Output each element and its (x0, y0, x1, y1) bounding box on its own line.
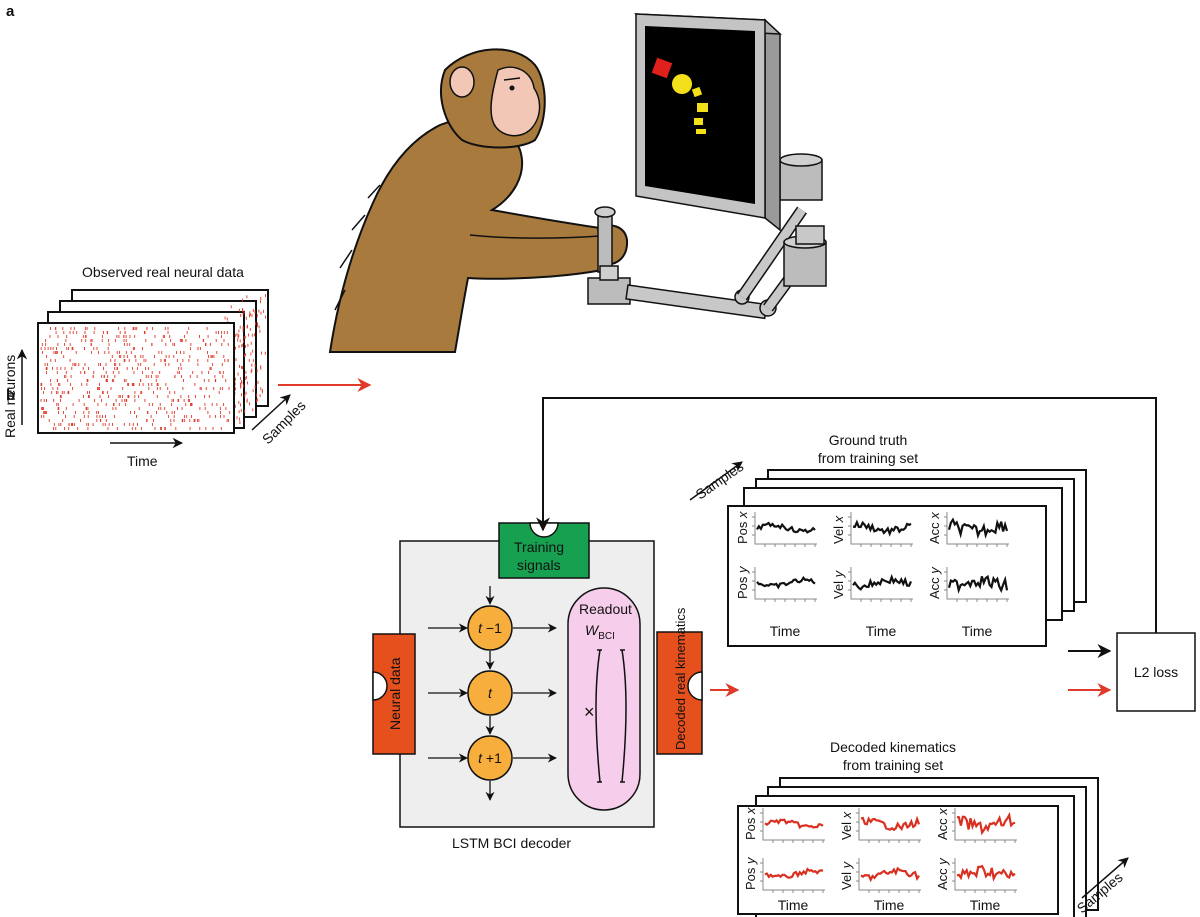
plot-label: Acc y (935, 857, 950, 890)
plot-trace (860, 815, 921, 832)
gt-samples-arrow (689, 461, 743, 501)
multiply-sign: × (584, 702, 595, 722)
dec-samples-arrow (1081, 857, 1129, 899)
plot-time-label: Time (962, 623, 993, 639)
motor-lower (783, 241, 827, 287)
raster-front-frame (37, 322, 235, 434)
training-port-line2: signals (517, 557, 561, 573)
plot-label: Acc x (935, 808, 950, 840)
plot-time-label: Time (778, 897, 809, 913)
panel-label-b: b (6, 387, 15, 404)
decoded-title-1: Decoded kinematics (830, 739, 956, 755)
plot-axes (954, 808, 1017, 841)
plot-axes (946, 512, 1009, 545)
l2-loss-box (1116, 632, 1196, 712)
plot-trace (852, 573, 913, 591)
neural-data-stack: Observed real neural data Real neurons T… (2, 264, 309, 469)
training-port-line1: Training (514, 539, 564, 555)
plot-trace (852, 519, 912, 537)
plot-axes (850, 567, 913, 600)
plot-trace (756, 521, 816, 534)
lstm-node-next (467, 735, 513, 781)
monkey-illustration (328, 48, 629, 353)
plot-trace (956, 811, 1016, 836)
l2-loss-label: L2 loss (1134, 664, 1178, 680)
plot-label: Acc x (927, 512, 942, 544)
matrix-bracket-left (595, 649, 601, 783)
plot-trace (947, 517, 1009, 540)
plot-time-label: Time (874, 897, 905, 913)
decoder-label: LSTM BCI decoder (452, 835, 571, 851)
plot-axes (754, 512, 817, 545)
readout-capsule (567, 587, 641, 811)
plot-trace (764, 867, 824, 879)
monkey-face (490, 66, 541, 137)
plot-axes (858, 858, 921, 891)
plot-label: Vel x (831, 515, 846, 544)
readout-label: Readout (579, 601, 632, 617)
ground-truth-stack: Ground truth from training set Pos x Vel … (689, 432, 1087, 647)
plot-trace (956, 864, 1016, 882)
plot-label: Pos y (743, 856, 758, 890)
plot-axes (762, 808, 825, 841)
samples-axis-arrow (251, 394, 291, 431)
lstm-node-next-label: t +1 (478, 750, 502, 766)
decoded-title-2: from training set (843, 757, 943, 773)
plot-time-label: Time (770, 623, 801, 639)
plot-trace (756, 575, 816, 590)
plot-axes (946, 567, 1009, 600)
joystick-apparatus (587, 153, 827, 320)
monitor-frame-side (764, 18, 781, 232)
monitor-screen (645, 26, 755, 204)
decoded-stack: Decoded kinematics from training set Pos… (737, 739, 1129, 917)
lstm-decoder: LSTM BCI decoder Training signals Neural… (372, 522, 703, 851)
plot-axes (762, 858, 825, 891)
screen-cursor (672, 74, 692, 94)
plot-axes (954, 858, 1017, 891)
plot-axes (850, 512, 913, 545)
time-axis-label: Time (127, 453, 158, 469)
lstm-node-prev (467, 605, 513, 651)
plot-label: Vel y (839, 860, 854, 890)
lstm-node-current-label: t (488, 685, 493, 701)
plot-time-label: Time (970, 897, 1001, 913)
plot-label: Pos x (735, 511, 750, 544)
input-port-label: Neural data (387, 657, 403, 730)
plot-trace (947, 574, 1009, 594)
lstm-node-current (467, 670, 513, 716)
plot-trace (764, 818, 824, 830)
spike-raster (40, 327, 231, 430)
gt-samples-label: Samples (693, 458, 747, 502)
readout-weight: WBCI (585, 622, 615, 642)
plot-label: Acc y (927, 566, 942, 599)
screen-target (651, 57, 673, 79)
plot-axes (858, 808, 921, 841)
plot-label: Vel x (839, 811, 854, 840)
ground-truth-plots: Pos x Vel x Acc x Pos y Vel y Acc y Time Time Ti… (735, 511, 1009, 639)
plot-axes (754, 567, 817, 600)
neurons-axis-label: Real neurons (2, 355, 18, 438)
neural-data-title: Observed real neural data (82, 264, 244, 280)
ground-truth-title-2: from training set (818, 450, 918, 466)
plot-label: Pos y (735, 565, 750, 599)
panel-label-a: a (6, 3, 15, 20)
feedback-path (536, 397, 1157, 633)
monkey-ear (449, 66, 475, 98)
monitor (634, 13, 783, 232)
decoded-plots: Pos x Vel x Acc x Pos y Vel y Acc y Time Time Ti… (743, 807, 1017, 913)
joystick-base (587, 277, 631, 305)
plot-label: Pos x (743, 807, 758, 840)
plot-trace (860, 866, 920, 883)
output-port-label: Decoded real kinematics (673, 607, 688, 750)
ground-truth-title-1: Ground truth (829, 432, 908, 448)
matrix-bracket-right (621, 649, 627, 783)
joystick-handle (597, 211, 613, 273)
plot-label: Vel y (831, 569, 846, 599)
lstm-node-prev-label: t −1 (478, 620, 502, 636)
plot-time-label: Time (866, 623, 897, 639)
